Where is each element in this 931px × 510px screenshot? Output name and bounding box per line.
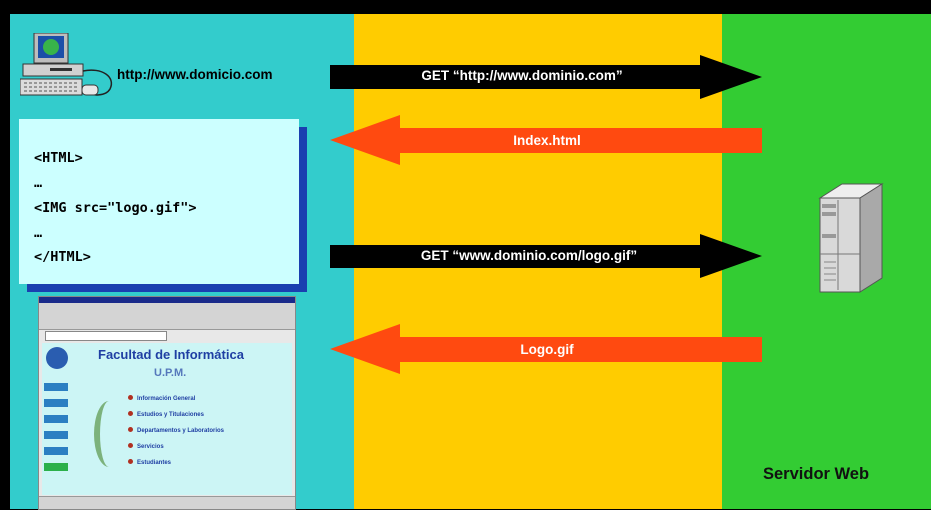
bullet-icon — [128, 459, 133, 464]
bullet-icon — [128, 427, 133, 432]
browser-address-bar — [45, 331, 167, 341]
code-line: </HTML> — [34, 249, 91, 265]
client-computer-icon — [20, 33, 113, 96]
web-server-icon — [818, 183, 884, 293]
sidebar-button — [44, 399, 68, 407]
client-url-label: http://www.domicio.com — [117, 67, 273, 82]
request-arrow-1 — [330, 55, 762, 99]
browser-heading: Facultad de Informática — [98, 347, 244, 362]
code-line: … — [34, 175, 43, 191]
html-code-box: <HTML> … <IMG src="logo.gif"> … </HTML> — [19, 119, 299, 284]
browser-status-bar — [39, 496, 295, 509]
browser-menu-item: Servicios — [128, 439, 224, 455]
sidebar-button — [44, 463, 68, 471]
browser-content: Facultad de Informática U.P.M. Informaci… — [42, 343, 292, 495]
browser-menu: Información General Estudios y Titulacio… — [128, 391, 224, 471]
logo-icon — [46, 347, 68, 369]
bullet-icon — [128, 411, 133, 416]
request-arrow-2 — [330, 234, 762, 278]
browser-sidebar — [44, 347, 70, 485]
server-label: Servidor Web — [763, 465, 870, 483]
browser-menu-item: Estudios y Titulaciones — [128, 407, 224, 423]
browser-subheading: U.P.M. — [154, 367, 187, 379]
decorative-arc-icon — [94, 401, 124, 467]
request-label-2: GET “www.dominio.com/logo.gif” — [420, 248, 638, 263]
sidebar-button — [44, 447, 68, 455]
browser-menu-item: Departamentos y Laboratorios — [128, 423, 224, 439]
response-arrow-1 — [330, 115, 762, 165]
browser-toolbar — [39, 303, 295, 330]
sidebar-button — [44, 431, 68, 439]
code-line: <IMG src="logo.gif"> — [34, 200, 197, 216]
bullet-icon — [128, 443, 133, 448]
bullet-icon — [128, 395, 133, 400]
code-line: <HTML> — [34, 150, 83, 166]
browser-screenshot: Facultad de Informática U.P.M. Informaci… — [38, 296, 296, 510]
response-label-1: Index.html — [513, 133, 581, 148]
browser-menu-item: Estudiantes — [128, 455, 224, 471]
response-label-2: Logo.gif — [520, 342, 574, 357]
code-line: … — [34, 225, 43, 241]
sidebar-button — [44, 415, 68, 423]
browser-menu-item: Información General — [128, 391, 224, 407]
sidebar-button — [44, 383, 68, 391]
browser-title-bar — [39, 297, 295, 303]
request-label-1: GET “http://www.dominio.com” — [421, 68, 623, 83]
response-arrow-2 — [330, 324, 762, 374]
